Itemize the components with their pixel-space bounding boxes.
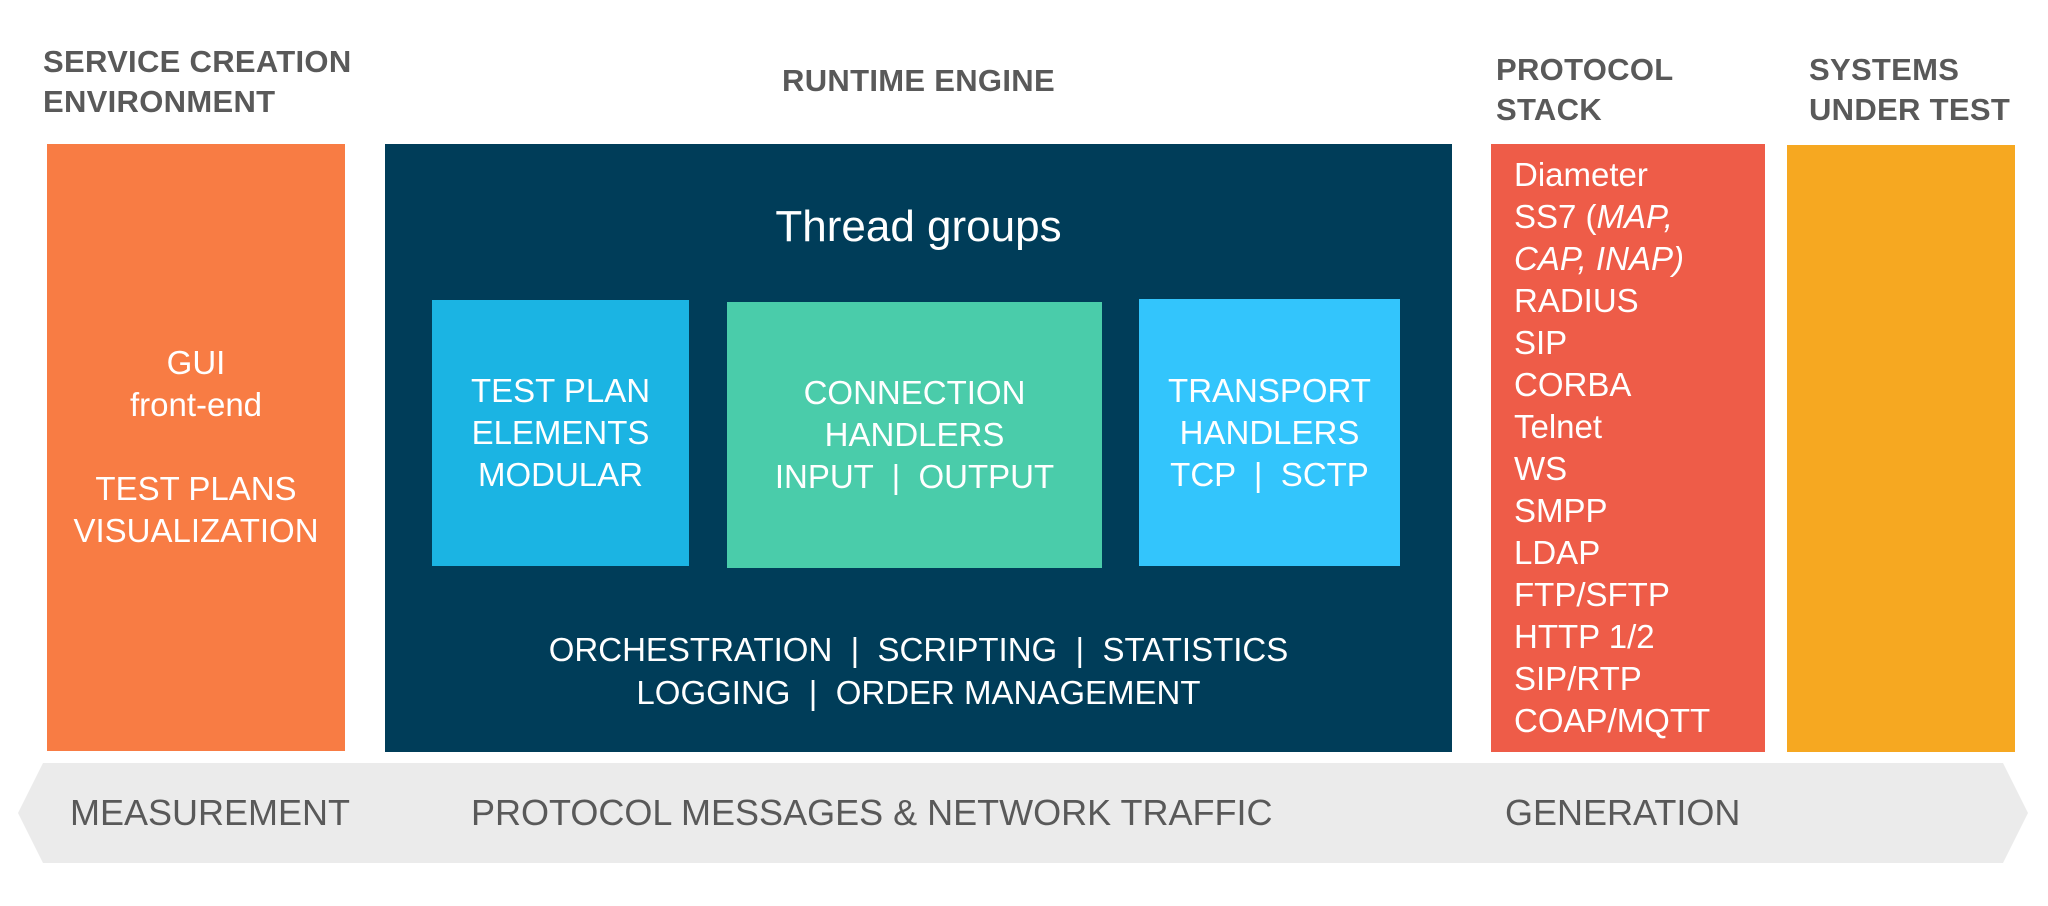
runtime-services-line1: ORCHESTRATION | SCRIPTING | STATISTICS xyxy=(548,631,1289,668)
traffic-band-shape xyxy=(18,763,2028,863)
protocol-item: WS xyxy=(1514,450,1568,487)
protocol-item: SMPP xyxy=(1514,492,1608,529)
sce-front-end-label: front-end xyxy=(129,386,263,423)
header-runtime-engine-label: RUNTIME ENGINE xyxy=(782,63,1055,98)
protocol-messages-label: PROTOCOL MESSAGES & NETWORK TRAFFIC xyxy=(471,792,1273,833)
header-systems-under-test-line1: SYSTEMS xyxy=(1809,52,1960,87)
service-creation-column: GUI front-end TEST PLANS VISUALIZATION xyxy=(47,144,345,751)
test-plan-elements-box: TEST PLAN ELEMENTS MODULAR xyxy=(432,300,689,566)
connection-line1: CONNECTION xyxy=(803,374,1026,411)
header-systems-under-test-line2: UNDER TEST xyxy=(1809,92,2011,127)
protocol-item: HTTP 1/2 xyxy=(1514,618,1655,655)
header-systems-under-test: SYSTEMS UNDER TEST xyxy=(1809,50,2010,130)
transport-line2: HANDLERS xyxy=(1179,413,1360,451)
sce-visualization-label: VISUALIZATION xyxy=(73,512,319,549)
protocol-ss7-label: SS7 ( xyxy=(1514,198,1597,235)
transport-line1: TRANSPORT xyxy=(1168,371,1371,409)
protocol-item: RADIUS xyxy=(1514,282,1639,319)
runtime-services-line2: LOGGING | ORDER MANAGEMENT xyxy=(636,674,1201,711)
transport-handlers-box: TRANSPORT HANDLERS TCP | SCTP xyxy=(1139,299,1400,566)
protocol-item: SIP xyxy=(1514,324,1568,361)
protocol-stack-column: Diameter SS7 (MAP, CAP, INAP) RADIUS SIP… xyxy=(1491,144,1765,752)
protocol-item: LDAP xyxy=(1514,534,1601,571)
protocol-item: Diameter xyxy=(1514,156,1648,193)
service-creation-text: GUI front-end TEST PLANS VISUALIZATION xyxy=(47,342,345,552)
header-service-creation-line1: SERVICE CREATION xyxy=(43,44,352,79)
header-protocol-stack: PROTOCOL STACK xyxy=(1496,50,1674,130)
sce-test-plans-label: TEST PLANS xyxy=(95,470,297,507)
test-plan-line3: MODULAR xyxy=(477,456,644,493)
protocol-item: SIP/RTP xyxy=(1514,660,1642,697)
header-protocol-stack-line1: PROTOCOL xyxy=(1496,52,1674,87)
runtime-services-text: ORCHESTRATION | SCRIPTING | STATISTICS L… xyxy=(385,628,1452,714)
protocol-ss7-map-label: MAP, xyxy=(1596,198,1673,235)
protocol-item: SS7 (MAP, xyxy=(1514,196,1710,238)
test-plan-line1: TEST PLAN xyxy=(470,372,651,409)
generation-label: GENERATION xyxy=(1505,792,1741,833)
header-service-creation-line2: ENVIRONMENT xyxy=(43,84,276,119)
connection-handlers-box: CONNECTION HANDLERS INPUT | OUTPUT xyxy=(727,302,1102,568)
protocol-item: CAP, INAP) xyxy=(1514,240,1684,277)
protocol-list: Diameter SS7 (MAP, CAP, INAP) RADIUS SIP… xyxy=(1514,154,1710,742)
test-plan-line2: ELEMENTS xyxy=(471,414,650,451)
connection-line3: INPUT | OUTPUT xyxy=(774,458,1055,495)
header-protocol-stack-line2: STACK xyxy=(1496,92,1602,127)
transport-line3: TCP | SCTP xyxy=(1170,455,1369,493)
sce-gui-label: GUI xyxy=(166,344,226,381)
connection-line2: HANDLERS xyxy=(824,416,1005,453)
protocol-item: FTP/SFTP xyxy=(1514,576,1670,613)
protocol-item: CORBA xyxy=(1514,366,1632,403)
thread-groups-title: Thread groups xyxy=(775,202,1062,251)
systems-under-test-column xyxy=(1787,145,2015,752)
measurement-label: MEASUREMENT xyxy=(70,792,351,833)
header-service-creation: SERVICE CREATION ENVIRONMENT xyxy=(43,42,352,122)
runtime-engine-panel: Thread groups TEST PLAN ELEMENTS MODULAR… xyxy=(385,144,1452,752)
header-runtime-engine: RUNTIME ENGINE xyxy=(385,61,1452,101)
sce-spacer xyxy=(47,426,345,468)
protocol-item: Telnet xyxy=(1514,408,1603,445)
traffic-band-arrow xyxy=(18,763,2028,863)
protocol-item: COAP/MQTT xyxy=(1514,702,1711,739)
